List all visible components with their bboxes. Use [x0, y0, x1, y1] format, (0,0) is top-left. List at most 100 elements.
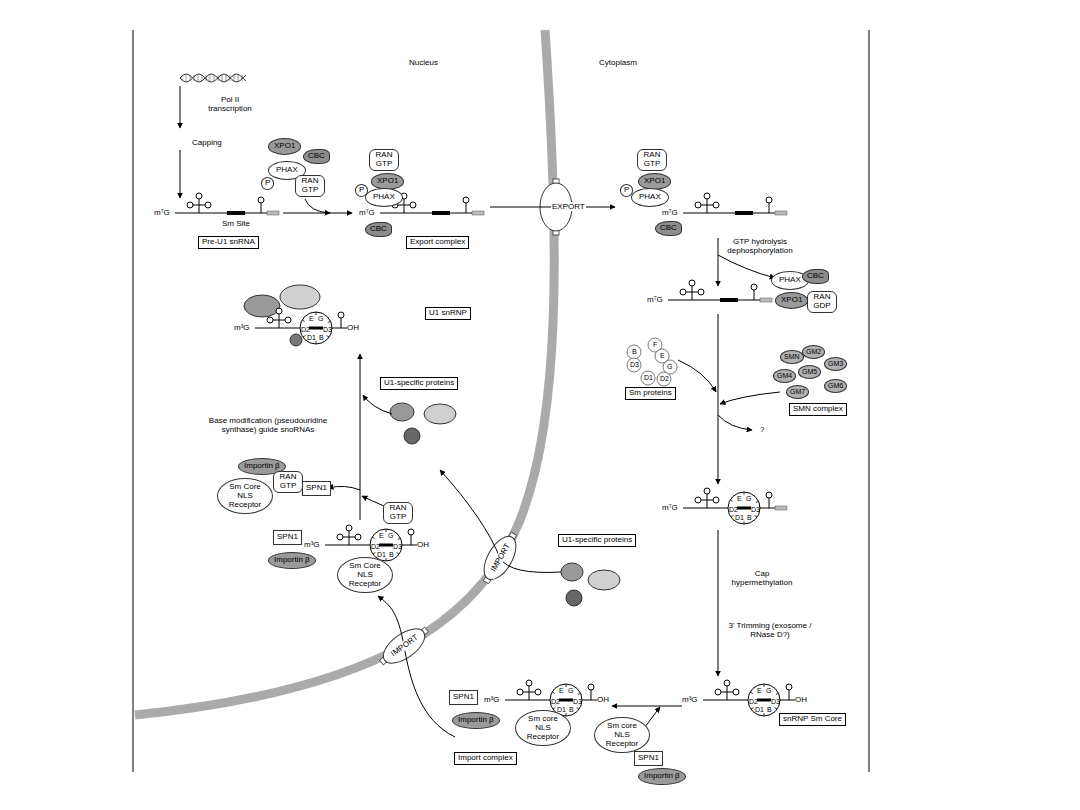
protein-ellipse: Sm Core NLS Receptor [217, 478, 273, 514]
node-text: GM2 [806, 348, 821, 356]
node-text: GM7 [790, 388, 805, 396]
annotation-label: Base modification (pseudouridine synthas… [203, 416, 333, 434]
sm-protein-letter: D3 [393, 543, 402, 551]
label-box: snRNP Sm Core [779, 713, 846, 726]
protein-ellipse: Importin β [452, 712, 500, 729]
node-text: RAN GTP [277, 473, 299, 491]
spn1-protein: SPN1 [302, 481, 331, 496]
annotation-label: m³G [304, 540, 320, 549]
node-text: Sm core NLS Receptor [523, 715, 563, 741]
node-text: CBC [807, 272, 824, 281]
node-text: PHAX [373, 193, 395, 202]
sm-protein-letter: E [559, 687, 564, 695]
sm-protein-letter: F [653, 341, 657, 349]
sm-protein-letter: E [757, 687, 762, 695]
annotation-label: m³G [234, 323, 250, 332]
sm-protein-letter: D2 [371, 543, 380, 551]
node-text: CBC [370, 225, 387, 234]
label-box: U1 snRNP [425, 307, 471, 320]
sm-protein-letter: B [632, 348, 637, 356]
annotation-label: EXPORT [551, 202, 586, 211]
gem-protein: GM3 [824, 357, 847, 371]
node-text: PHAX [779, 276, 801, 285]
protein-ellipse: Importin β [268, 552, 316, 569]
sm-protein-letter: D3 [323, 326, 332, 334]
phosphate-circle: P [261, 177, 274, 190]
annotation-label: ? [760, 425, 764, 434]
sm-protein-letter: G [746, 495, 751, 503]
node-text: PHAX [276, 166, 298, 175]
protein-ellipse: Sm Core NLS Receptor [337, 557, 393, 593]
node-text: GM3 [828, 360, 843, 368]
label-box: Sm proteins [625, 387, 676, 400]
annotation-label: m⁷G [359, 208, 375, 217]
cap-binding-crescent: CBC [802, 269, 829, 284]
node-text: Import complex [458, 754, 513, 763]
annotation-label: OH [597, 695, 609, 704]
gem-protein: GM2 [802, 345, 825, 359]
protein-ellipse: PHAX [631, 188, 669, 207]
label-box: Export complex [406, 236, 469, 249]
annotation-label: Cap hypermethylation [727, 569, 797, 587]
ran-protein: RAN GTP [383, 502, 413, 524]
annotation-label: 3' Trimming (exosome / RNase D?) [725, 621, 815, 639]
node-text: XPO1 [377, 177, 398, 186]
sm-protein-letter: G [388, 532, 393, 540]
sm-protein-letter: D2 [301, 326, 310, 334]
node-text: XPO1 [274, 142, 295, 151]
node-text: Export complex [410, 238, 465, 247]
node-text: P [359, 186, 364, 195]
node-text: RAN GTP [641, 151, 663, 169]
node-text: XPO1 [781, 296, 802, 305]
sm-protein-letter: E [309, 315, 314, 323]
sm-protein-letter: D1 [644, 374, 653, 382]
spn1-protein: SPN1 [273, 530, 302, 545]
node-text: P [265, 179, 270, 188]
node-text: GM6 [828, 382, 843, 390]
node-text: Pre-U1 snRNA [202, 238, 255, 247]
ran-protein: RAN GTP [295, 175, 325, 197]
node-text: GM4 [777, 372, 792, 380]
protein-ellipse: XPO1 [775, 292, 808, 309]
sm-protein-letter: B [569, 706, 574, 714]
sm-protein-letter: B [389, 551, 394, 559]
label-box: U1-specific proteins [380, 377, 458, 390]
sm-protein-letter: D1 [557, 706, 566, 714]
ran-protein: RAN GTP [369, 149, 399, 171]
label-box: Import complex [454, 752, 517, 765]
node-text: U1-specific proteins [384, 379, 454, 388]
sm-protein-letter: B [319, 334, 324, 342]
annotation-label: m⁷G [662, 503, 678, 512]
protein-ellipse: PHAX [365, 188, 403, 207]
sm-protein-letter: D2 [660, 375, 669, 383]
sm-protein-letter: D3 [771, 698, 780, 706]
node-text: P [624, 186, 629, 195]
node-text: Importin β [274, 556, 310, 565]
node-text: Sm Core NLS Receptor [345, 562, 385, 588]
annotation-label: OH [347, 323, 359, 332]
annotation-label: m⁷G [647, 295, 663, 304]
cap-binding-crescent: CBC [655, 221, 682, 236]
sm-protein-letter: E [660, 352, 665, 360]
node-text: XPO1 [644, 177, 665, 186]
annotation-label: OH [417, 540, 429, 549]
gem-protein: GM6 [824, 379, 847, 393]
node-text: SMN complex [793, 405, 843, 414]
node-text: RAN GTP [387, 504, 409, 522]
node-text: RAN GDP [811, 293, 833, 311]
ran-protein: RAN GTP [273, 471, 303, 493]
sm-protein-letter: D3 [630, 361, 639, 369]
annotation-label: OH [795, 695, 807, 704]
sm-protein-letter: G [318, 315, 323, 323]
node-text: U1 snRNP [429, 309, 467, 318]
annotation-label: m⁷G [662, 208, 678, 217]
annotation-label: m³G [484, 695, 500, 704]
node-text: U1-specific proteins [562, 536, 632, 545]
protein-ellipse: Sm core NLS Receptor [515, 710, 571, 746]
node-text: PHAX [639, 193, 661, 202]
sm-protein-letter: D3 [751, 506, 760, 514]
ran-protein: RAN GTP [637, 149, 667, 171]
annotation-label: Cytoplasm [599, 58, 637, 67]
protein-ellipse: XPO1 [638, 173, 671, 190]
sm-protein-letter: D1 [755, 706, 764, 714]
